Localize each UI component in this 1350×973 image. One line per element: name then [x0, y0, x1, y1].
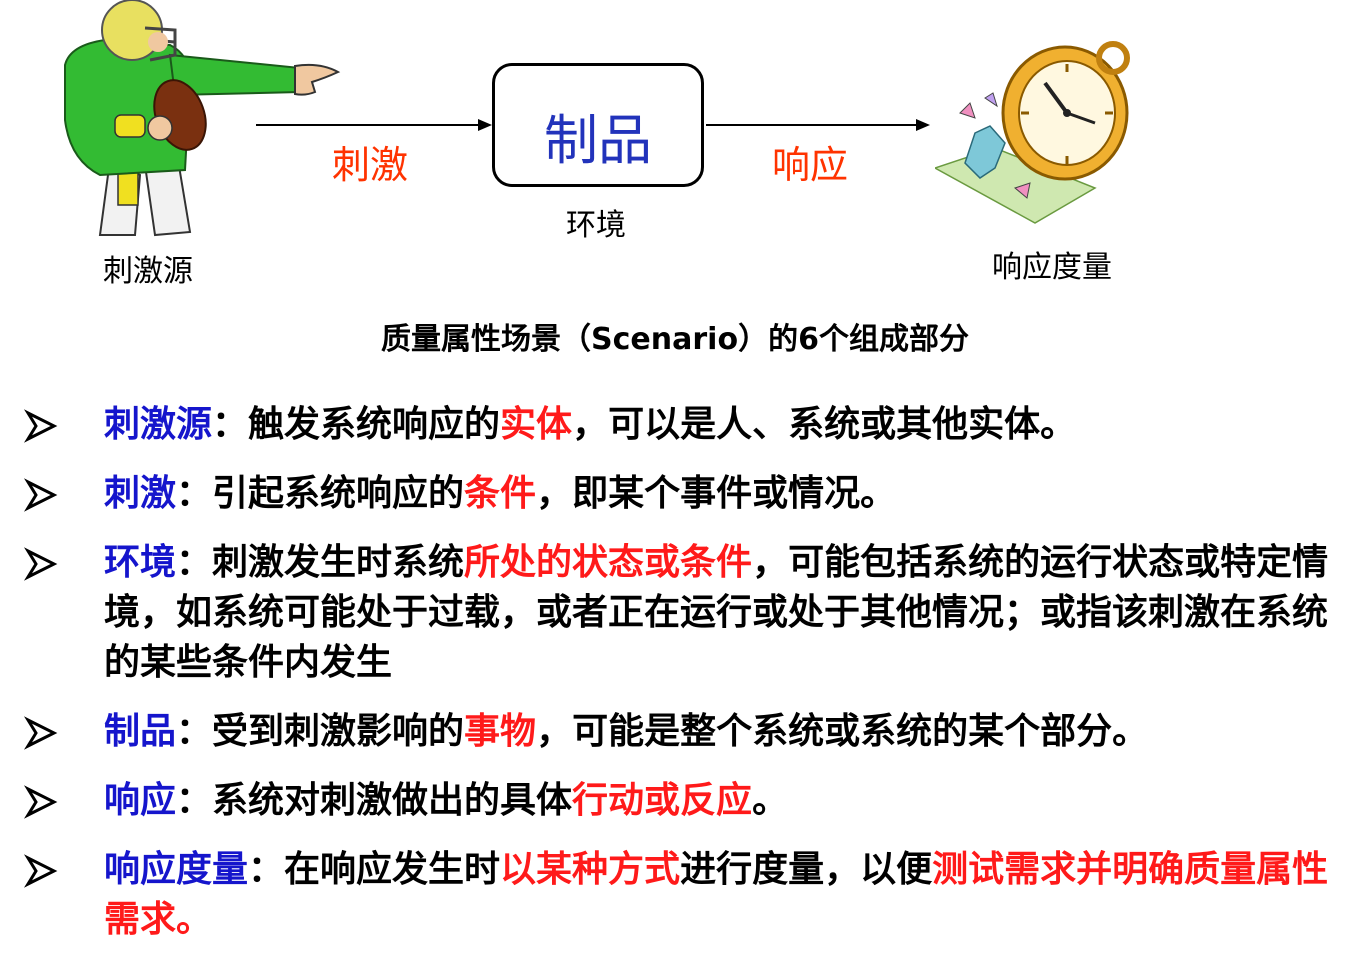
item-separator: ： [176, 711, 213, 752]
item-text: 触发系统响应的 [248, 404, 501, 445]
list-item: 刺激源：触发系统响应的实体，可以是人、系统或其他实体。 [22, 400, 1332, 450]
list-item: 环境：刺激发生时系统所处的状态或条件，可能包括系统的运行状态或特定情境，如系统可… [22, 538, 1332, 688]
item-highlight: 事物 [464, 711, 537, 752]
item-text: 进行度量，以便 [680, 849, 933, 890]
arrow-bullet-icon [23, 478, 58, 512]
item-text: 。 [752, 780, 789, 821]
response-arrowhead [916, 119, 930, 131]
arrow-bullet-icon [23, 409, 58, 443]
item-text: 受到刺激影响的 [212, 711, 465, 752]
arrow-bullet-icon [23, 547, 58, 581]
item-text: ，可能包括系统的运行状态或特定情境，如系统可能处于过载，或者正在运行或处于其他情… [104, 542, 1329, 683]
item-separator: ： [212, 404, 249, 445]
list-item: 制品：受到刺激影响的事物，可能是整个系统或系统的某个部分。 [22, 707, 1332, 757]
item-separator: ： [176, 542, 213, 583]
item-text: 系统对刺激做出的具体 [212, 780, 573, 821]
diagram-caption: 质量属性场景（Scenario）的6个组成部分 [381, 322, 969, 357]
item-highlight: 以某种方式 [500, 849, 681, 890]
item-highlight: 条件 [464, 473, 537, 514]
item-highlight: 行动或反应 [572, 780, 753, 821]
stimulus-label: 刺激 [332, 143, 409, 187]
list-item: 刺激：引起系统响应的条件，即某个事件或情况。 [22, 469, 1332, 519]
list-item: 响应：系统对刺激做出的具体行动或反应。 [22, 776, 1332, 826]
item-term: 响应 [104, 780, 177, 821]
component-list: 刺激源：触发系统响应的实体，可以是人、系统或其他实体。 刺激：引起系统响应的条件… [22, 400, 1332, 964]
item-highlight: 实体 [500, 404, 573, 445]
item-highlight: 所处的状态或条件 [464, 542, 753, 583]
item-text: ，可以是人、系统或其他实体。 [572, 404, 1077, 445]
item-text: ，可能是整个系统或系统的某个部分。 [536, 711, 1149, 752]
artifact-box: 制品 [492, 63, 704, 187]
item-separator: ： [176, 780, 213, 821]
arrow-bullet-icon [23, 716, 58, 750]
item-term: 环境 [104, 542, 177, 583]
item-term: 制品 [104, 711, 177, 752]
arrow-bullet-icon [23, 854, 58, 888]
item-text: 刺激发生时系统 [212, 542, 465, 583]
arrow-bullet-icon [23, 785, 58, 819]
stimulus-arrowhead [478, 119, 492, 131]
item-text: ，即某个事件或情况。 [536, 473, 897, 514]
item-term: 刺激源 [104, 404, 213, 445]
item-separator: ： [248, 849, 285, 890]
response-label: 响应 [772, 143, 849, 187]
item-separator: ： [176, 473, 213, 514]
diagram-arrows [256, 119, 930, 131]
response-measure-label: 响应度量 [992, 250, 1112, 285]
football-player-icon [64, 0, 341, 237]
item-term: 刺激 [104, 473, 177, 514]
stopwatch-icon [935, 41, 1130, 224]
stimulus-source-label: 刺激源 [103, 254, 193, 289]
artifact-label: 制品 [544, 109, 652, 172]
item-text: 在响应发生时 [284, 849, 501, 890]
item-highlight: 测试需求并明确质量属性需求。 [104, 849, 1329, 940]
item-term: 响应度量 [104, 849, 249, 890]
item-text: 引起系统响应的 [212, 473, 465, 514]
list-item: 响应度量：在响应发生时以某种方式进行度量，以便测试需求并明确质量属性需求。 [22, 845, 1332, 945]
environment-label: 环境 [566, 208, 626, 243]
